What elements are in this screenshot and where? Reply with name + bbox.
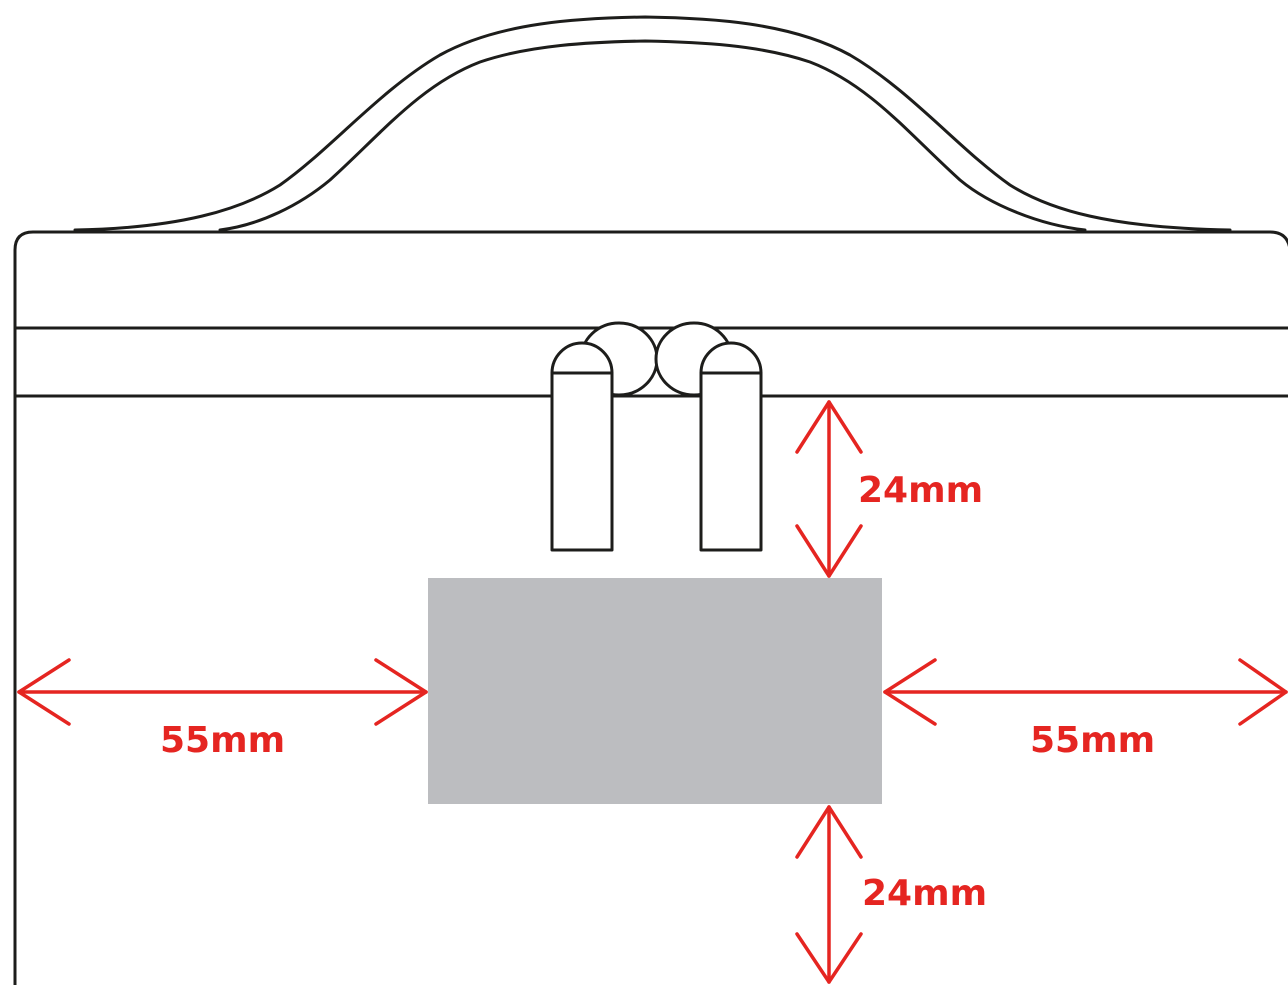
dimension-label-bottom: 24mm [862,873,987,914]
handle-inner-curve [218,39,1087,232]
bag-body-outline [13,230,1288,985]
dimension-label-right: 55mm [1030,720,1155,761]
dimension-arrow-left [17,658,428,726]
zipper-pull-right [654,321,763,552]
zipper-pull-left [550,321,659,552]
dimension-label-top: 24mm [858,470,983,511]
dimension-label-left: 55mm [160,720,285,761]
dimension-arrow-right [883,658,1288,726]
dimension-arrow-top [795,400,863,578]
dimension-arrow-bottom [795,805,863,984]
print-area [428,578,882,804]
handle-outer-curve [73,15,1232,232]
